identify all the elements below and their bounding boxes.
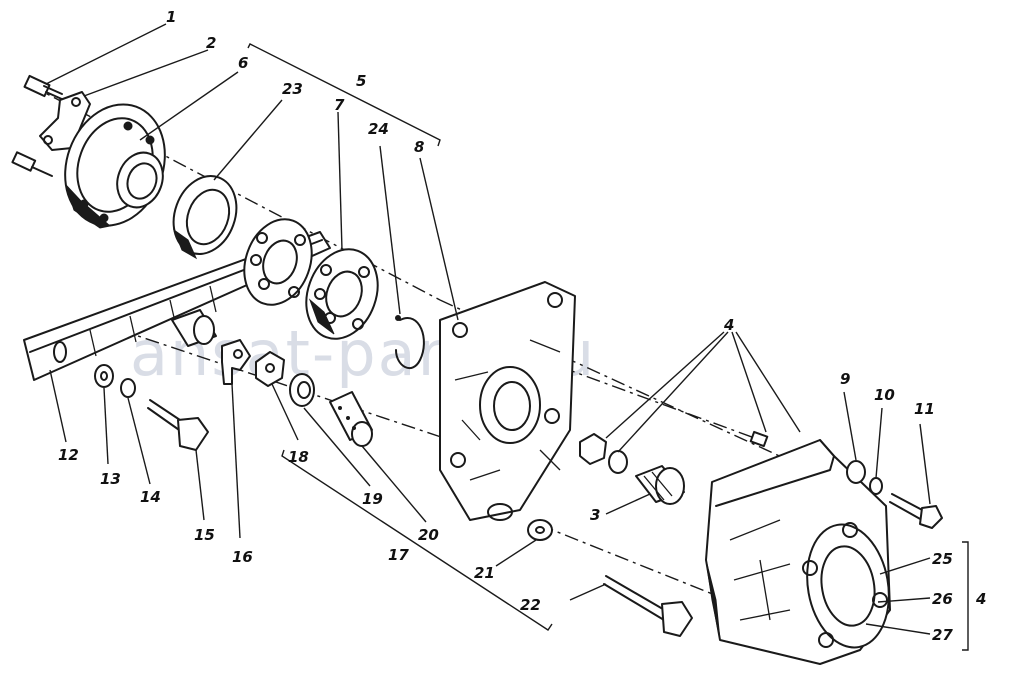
callout-22: 22 — [520, 596, 541, 614]
callout-4-group: 4 — [975, 590, 986, 608]
callout-12: 12 — [58, 446, 79, 464]
bearing-inner — [243, 218, 313, 306]
part-21-washer — [527, 519, 553, 541]
part-14-spring-washer — [120, 378, 136, 398]
callout-labels: 1 2 6 23 5 7 24 8 4 9 10 11 3 12 13 14 1… — [58, 8, 986, 644]
callout-2: 2 — [206, 34, 216, 52]
part-2-lock-plate — [11, 91, 91, 177]
callout-23: 23 — [282, 80, 303, 98]
callout-10: 10 — [874, 386, 895, 404]
bushing — [171, 309, 217, 347]
callout-5: 5 — [356, 72, 366, 90]
part-10-spring-washer — [869, 477, 883, 495]
part-4-nut — [579, 433, 607, 465]
part-24-snap-ring — [395, 315, 425, 370]
callout-8: 8 — [414, 138, 424, 156]
part-22-bolt — [603, 575, 693, 637]
part-16-tab-washer — [221, 339, 251, 385]
leader-lines — [45, 23, 931, 635]
part-20-sleeve — [329, 391, 373, 447]
callout-3: 3 — [590, 506, 600, 524]
callout-19: 19 — [362, 490, 383, 508]
callout-4-top: 4 — [723, 316, 734, 334]
part-19-ring — [289, 373, 315, 407]
part-18-nut — [255, 351, 285, 387]
callout-18: 18 — [288, 448, 309, 466]
pump-housing — [705, 430, 891, 665]
callout-26: 26 — [932, 590, 953, 608]
part-6-flange — [64, 103, 166, 229]
callout-14: 14 — [140, 488, 161, 506]
callout-21: 21 — [474, 564, 495, 582]
group-brackets — [247, 43, 969, 651]
callout-11: 11 — [914, 400, 935, 418]
callout-1: 1 — [166, 8, 176, 26]
part-9-washer — [846, 460, 866, 484]
part-4-washer — [608, 450, 628, 474]
callout-20: 20 — [418, 526, 439, 544]
callout-13: 13 — [100, 470, 121, 488]
callout-9: 9 — [840, 370, 850, 388]
callout-17: 17 — [388, 546, 409, 564]
callout-25: 25 — [932, 550, 953, 568]
callout-24: 24 — [368, 120, 389, 138]
callout-6: 6 — [238, 54, 248, 72]
part-7-bearing — [305, 248, 379, 340]
part-13-washer — [94, 364, 114, 388]
callout-7: 7 — [334, 96, 345, 114]
part-15-bolt — [147, 399, 209, 451]
part-8-mounting-plate — [439, 281, 576, 521]
callout-16: 16 — [232, 548, 253, 566]
part-1-bolt — [23, 74, 65, 101]
callout-27: 27 — [932, 626, 953, 644]
part-23-seal — [172, 175, 238, 260]
callout-15: 15 — [194, 526, 215, 544]
part-11-bolt — [889, 493, 943, 529]
part-3-coupling — [635, 465, 685, 505]
